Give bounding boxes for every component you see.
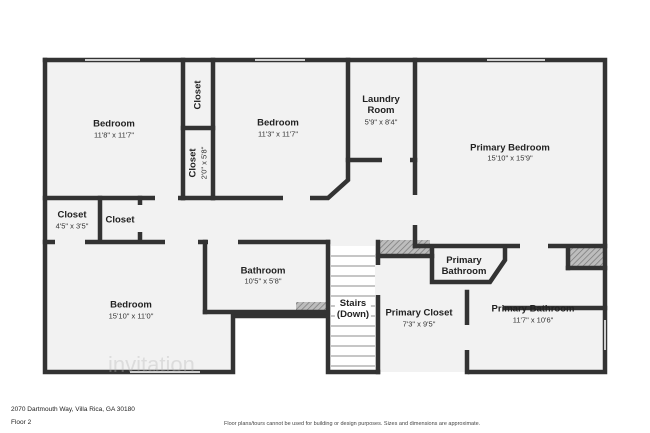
door-openings	[55, 157, 548, 350]
room-bedroom-2-name: Bedroom	[257, 117, 299, 129]
walls	[42, 57, 608, 375]
watermark: invitation	[108, 352, 195, 377]
room-bedroom-3-dim: 15'10" x 11'0"	[108, 311, 154, 321]
room-laundry-dim: 5'9" x 8'4"	[364, 117, 398, 127]
cutout-bottom-left	[233, 316, 328, 376]
room-primary-bedroom-name: Primary Bedroom	[470, 142, 550, 154]
footer-disclaimer: Floor plans/tours cannot be used for bui…	[224, 421, 481, 427]
room-bedroom-2-dim: 11'3" x 11'7"	[257, 129, 299, 139]
room-closet-b-dim: 2'0" x 5'8"	[199, 146, 209, 180]
room-primary-bathroom-dim: 11'7" x 10'6"	[512, 315, 554, 325]
room-closet-d-name: Closet	[105, 214, 135, 226]
room-primary-closet-dim: 7'3" x 9'5"	[402, 319, 436, 329]
room-closet-c-name: Closet	[57, 209, 87, 221]
window-marks	[85, 59, 606, 373]
room-closet-b-name: Closet	[187, 148, 199, 178]
room-bathroom-dim: 10'5" x 5'8"	[244, 276, 282, 286]
room-laundry-name: Laundry Room	[362, 94, 400, 116]
room-closet-c-dim: 4'5" x 3'5"	[55, 221, 89, 231]
room-primary-closet-name: Primary Closet	[385, 307, 453, 319]
footer-address: 2070 Dartmouth Way, Villa Rica, GA 30180	[11, 406, 135, 413]
room-bedroom-1-name: Bedroom	[93, 118, 135, 130]
room-stairs-name: Stairs (Down)	[334, 297, 372, 321]
footer-floor: Floor 2	[11, 419, 32, 426]
room-closet-a-name: Closet	[192, 80, 204, 110]
room-bedroom-1-dim: 11'8" x 11'7"	[93, 130, 135, 140]
room-bedroom-3-name: Bedroom	[110, 299, 152, 311]
room-bathroom-name: Bathroom	[240, 265, 286, 277]
hatch-bath-cabinet	[296, 302, 326, 311]
room-primary-bedroom-dim: 15'10" x 15'9"	[487, 153, 533, 163]
room-primary-bathroom-name: Primary Bathroom	[491, 303, 575, 315]
hatch-primary-corner	[569, 248, 603, 268]
room-primary-bathroom-small-name: Primary Bathroom	[441, 255, 487, 277]
